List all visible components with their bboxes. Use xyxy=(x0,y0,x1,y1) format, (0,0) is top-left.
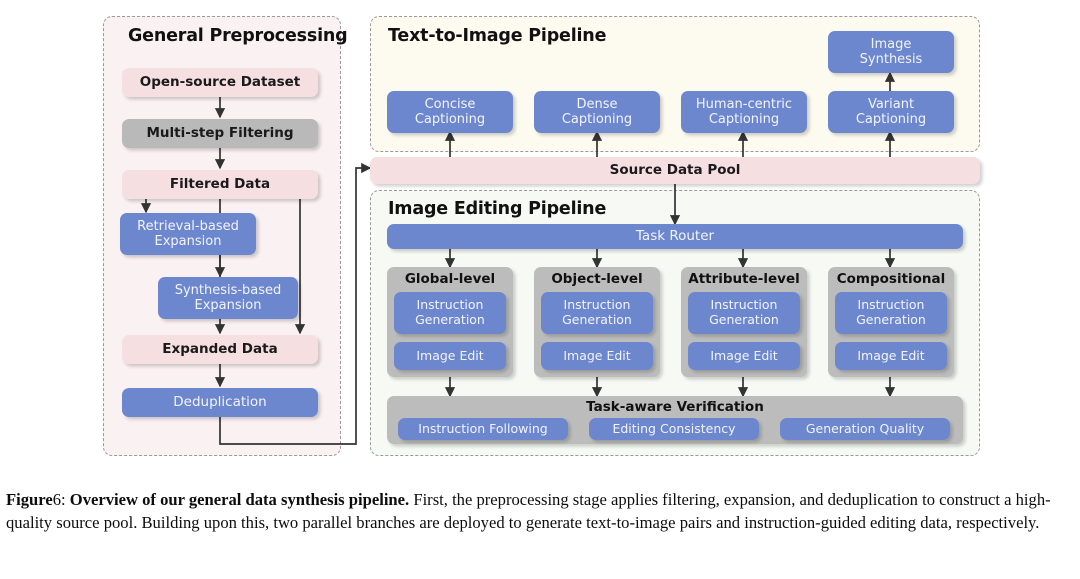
panel-title-text-to-image-pipeline: Text-to-Image Pipeline xyxy=(388,26,607,46)
node-instruction-generation-attribute[interactable]: Instruction Generation xyxy=(688,292,800,334)
node-image-edit-global[interactable]: Image Edit xyxy=(394,342,506,370)
node-retrieval-based-expansion[interactable]: Retrieval-based Expansion xyxy=(120,213,256,255)
caption-bold-title: Overview of our general data synthesis p… xyxy=(69,490,410,509)
caption-body: First, the preprocessing stage applies f… xyxy=(6,490,1051,532)
node-instruction-generation-global[interactable]: Instruction Generation xyxy=(394,292,506,334)
node-task-router[interactable]: Task Router xyxy=(387,224,963,249)
node-filtered-data[interactable]: Filtered Data xyxy=(122,170,318,199)
node-human-centric-captioning[interactable]: Human-centric Captioning xyxy=(681,91,807,133)
panel-title-general-preprocessing: General Preprocessing xyxy=(128,26,348,46)
node-image-edit-attribute[interactable]: Image Edit xyxy=(688,342,800,370)
node-source-data-pool[interactable]: Source Data Pool xyxy=(370,157,980,184)
node-deduplication[interactable]: Deduplication xyxy=(122,388,318,417)
node-instruction-generation-compositional[interactable]: Instruction Generation xyxy=(835,292,947,334)
caption-figure-label: Figure xyxy=(6,490,53,509)
node-concise-captioning[interactable]: Concise Captioning xyxy=(387,91,513,133)
node-generation-quality[interactable]: Generation Quality xyxy=(780,418,950,440)
node-instruction-generation-object[interactable]: Instruction Generation xyxy=(541,292,653,334)
node-multi-step-filtering[interactable]: Multi-step Filtering xyxy=(122,119,318,148)
node-dense-captioning[interactable]: Dense Captioning xyxy=(534,91,660,133)
label-task-aware-verification: Task-aware Verification xyxy=(586,399,764,415)
node-image-synthesis[interactable]: Image Synthesis xyxy=(828,31,954,73)
figure-diagram: General Preprocessing Text-to-Image Pipe… xyxy=(103,16,980,456)
group-label-attribute-level: Attribute-level xyxy=(688,271,800,287)
figure-caption: Figure6: Overview of our general data sy… xyxy=(6,489,1074,535)
node-open-source-dataset[interactable]: Open-source Dataset xyxy=(122,68,318,97)
caption-figure-number: 6: xyxy=(52,490,66,509)
node-variant-captioning[interactable]: Variant Captioning xyxy=(828,91,954,133)
node-synthesis-based-expansion[interactable]: Synthesis-based Expansion xyxy=(158,277,298,319)
node-expanded-data[interactable]: Expanded Data xyxy=(122,335,318,364)
group-label-object-level: Object-level xyxy=(551,271,643,287)
panel-title-image-editing-pipeline: Image Editing Pipeline xyxy=(388,199,607,219)
node-instruction-following[interactable]: Instruction Following xyxy=(398,418,568,440)
node-image-edit-compositional[interactable]: Image Edit xyxy=(835,342,947,370)
group-label-global-level: Global-level xyxy=(404,271,496,287)
node-image-edit-object[interactable]: Image Edit xyxy=(541,342,653,370)
group-label-compositional: Compositional xyxy=(836,271,946,287)
node-editing-consistency[interactable]: Editing Consistency xyxy=(589,418,759,440)
